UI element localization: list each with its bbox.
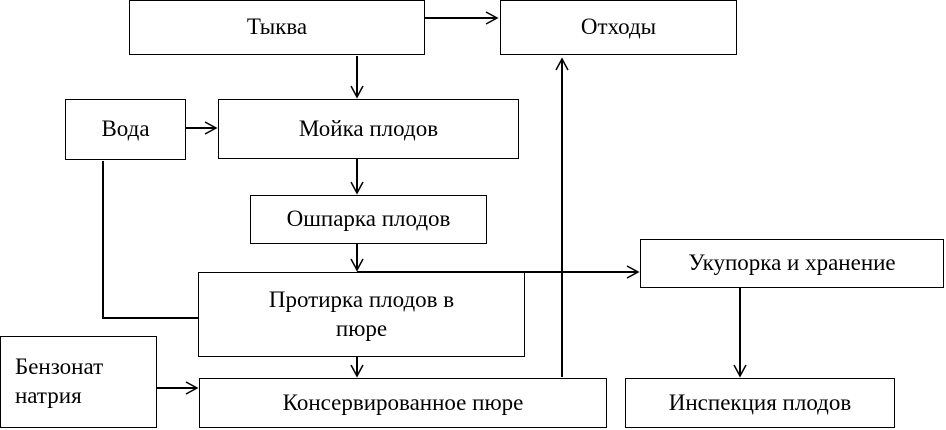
node-benzoate-text: Бензонат натрия: [15, 353, 103, 411]
node-water-label: Вода: [101, 116, 150, 142]
node-pumpkin-label: Тыква: [246, 14, 308, 40]
node-wiping: Протирка плодов в пюре: [198, 272, 525, 357]
node-waste: Отходы: [500, 0, 737, 55]
node-sealing: Укупорка и хранение: [640, 239, 944, 288]
node-washing-label: Мойка плодов: [298, 115, 439, 141]
arrow-water-to-wiping: [102, 161, 217, 325]
node-washing: Мойка плодов: [218, 99, 519, 159]
node-benzoate: Бензонат натрия: [0, 336, 157, 428]
node-wiping-label-line2: пюре: [335, 315, 388, 341]
node-scalding-label: Ошпарка плодов: [286, 206, 451, 232]
node-waste-label: Отходы: [580, 14, 657, 40]
node-water: Вода: [65, 99, 186, 160]
node-inspection-label: Инспекция плодов: [668, 389, 852, 415]
node-wiping-label-line1: Протирка плодов в: [268, 286, 455, 312]
node-wiping-text: Протирка плодов в пюре: [269, 286, 454, 344]
node-inspection: Инспекция плодов: [625, 378, 895, 428]
node-benzoate-label-line1: Бензонат: [15, 354, 104, 380]
node-pumpkin: Тыква: [129, 0, 425, 55]
node-canned-label: Консервированное пюре: [282, 389, 524, 415]
node-scalding: Ошпарка плодов: [250, 195, 487, 244]
node-canned: Консервированное пюре: [199, 378, 607, 428]
node-sealing-label: Укупорка и хранение: [688, 250, 896, 276]
node-benzoate-label-line2: натрия: [15, 383, 82, 408]
